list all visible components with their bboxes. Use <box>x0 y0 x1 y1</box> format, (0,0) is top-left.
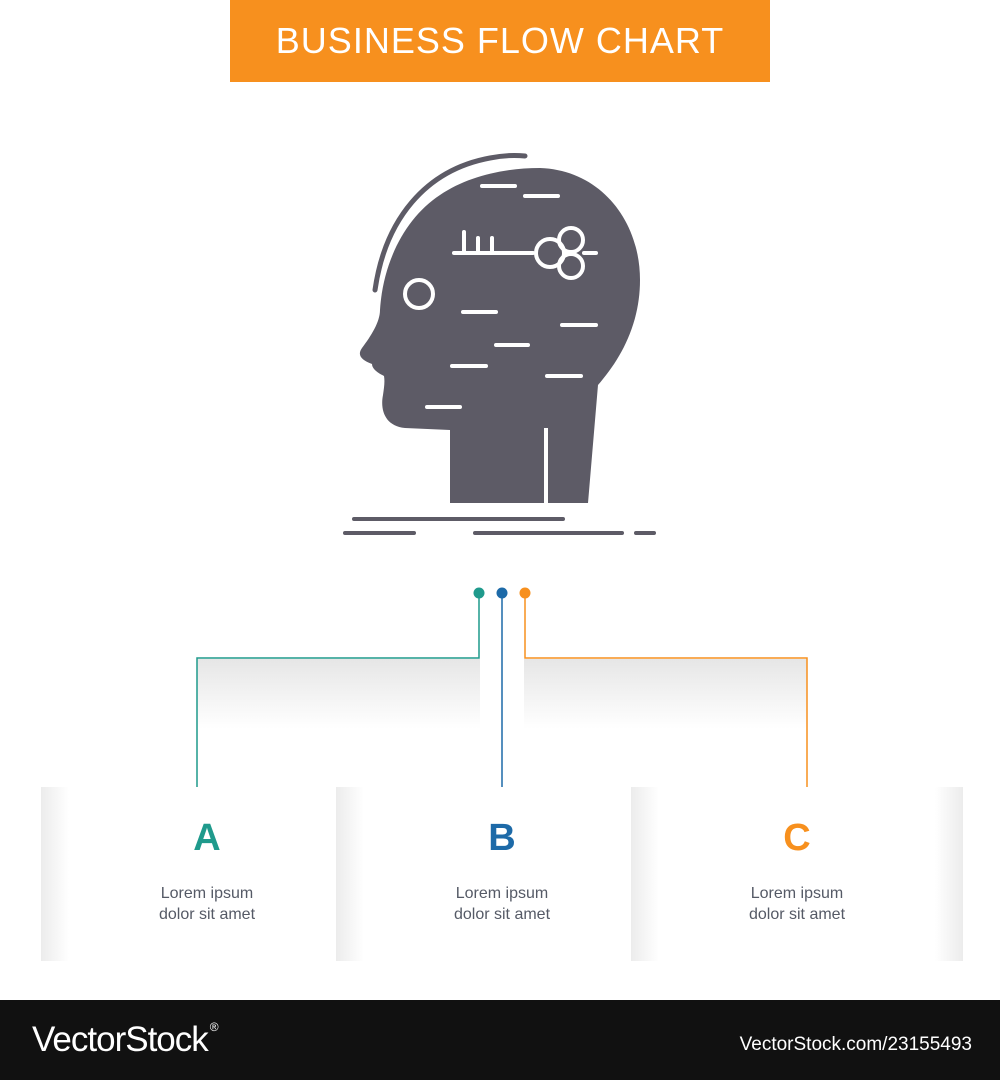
step-text-c-line2: dolor sit amet <box>748 906 846 923</box>
step-letter-b: B <box>488 817 516 859</box>
title-banner: BUSINESS FLOW CHART <box>230 0 770 82</box>
step-box-c: C Lorem ipsum dolor sit amet <box>631 787 963 961</box>
flow-diagram <box>196 152 808 797</box>
step-text-a: Lorem ipsum dolor sit amet <box>81 883 333 925</box>
ground-lines <box>343 517 656 535</box>
thought-dashes <box>425 184 598 409</box>
step-text-b-line2: dolor sit amet <box>453 906 551 923</box>
footer-image-code: VectorStock.com/23155493 <box>739 1034 972 1055</box>
step-text-a-line1: Lorem ipsum <box>160 885 254 902</box>
step-text-b-line1: Lorem ipsum <box>455 885 549 902</box>
step-text-c: Lorem ipsum dolor sit amet <box>671 883 923 925</box>
step-box-b: B Lorem ipsum dolor sit amet <box>336 787 668 961</box>
step-box-a: A Lorem ipsum dolor sit amet <box>41 787 373 961</box>
step-text-c-line1: Lorem ipsum <box>750 885 844 902</box>
footer-brand-name: VectorStock <box>32 1020 209 1059</box>
step-letter-a: A <box>193 817 221 859</box>
node-dot-b <box>496 587 508 599</box>
step-text-b: Lorem ipsum dolor sit amet <box>376 883 628 925</box>
connector-shadow-right <box>524 659 807 729</box>
head-with-key-icon <box>343 152 656 535</box>
connector-a <box>196 593 480 797</box>
footer-bar: VectorStock® VectorStock.com/23155493 <box>0 1000 1000 1080</box>
registered-mark: ® <box>209 1020 219 1034</box>
footer-brand: VectorStock® <box>32 1020 219 1060</box>
eye-circle <box>403 278 435 310</box>
step-letter-c: C <box>783 817 811 859</box>
step-text-a-line2: dolor sit amet <box>158 906 256 923</box>
connector-c <box>524 593 808 797</box>
connector-shadow-left <box>197 659 480 729</box>
key-icon <box>452 226 598 280</box>
head-outline-arc <box>372 152 528 293</box>
node-dot-c <box>519 587 531 599</box>
node-dot-a <box>473 587 485 599</box>
page-title: BUSINESS FLOW CHART <box>275 20 725 61</box>
